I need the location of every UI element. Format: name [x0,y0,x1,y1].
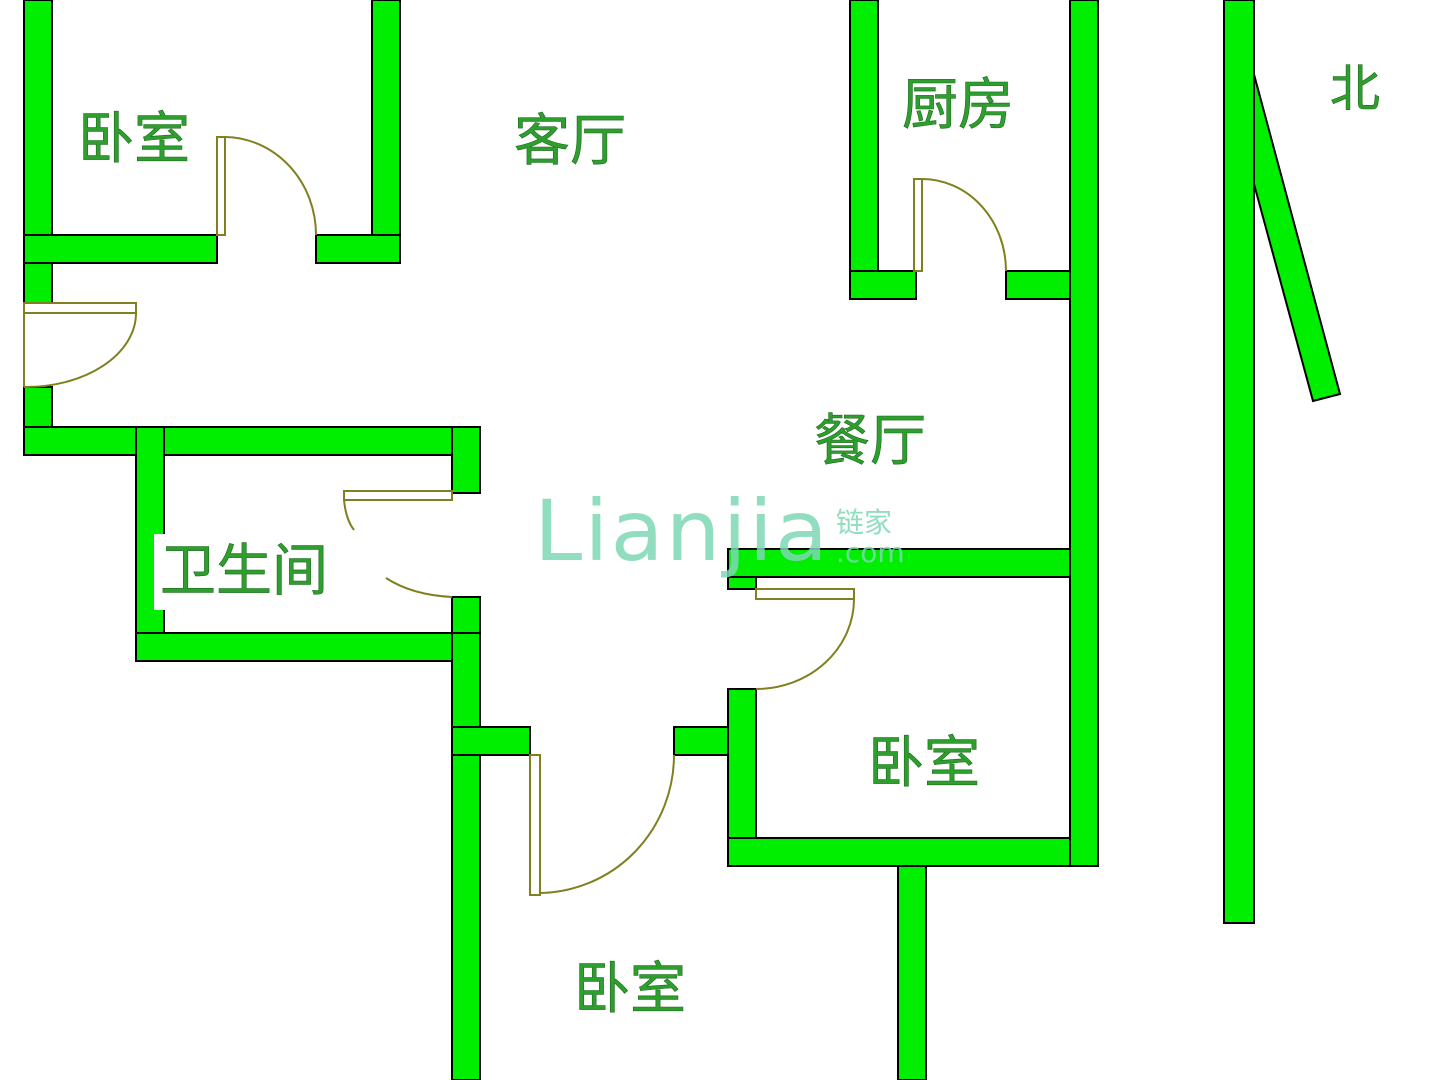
wall-lower-bedroom-left [451,632,481,1080]
door-kitchen [913,178,1007,272]
wall-mid-bedroom-bottom [727,837,1099,867]
wall-lower-bedroom-right [897,837,927,1080]
wall-kitchen-bottom-left [849,270,917,300]
room-label-bedroom-top-left: 卧室 [78,107,190,172]
wall-bedroom-bottom-left [23,234,218,264]
wall-bedroom-bottom-right [315,234,401,264]
door-bedroom-bottom [529,754,675,896]
wall-lower-bedroom-top-left [451,726,531,756]
room-label-bedroom-bottom: 卧室 [574,957,686,1022]
wall-bathroom-right-top [451,426,481,494]
north-label: 北 [1330,60,1380,118]
watermark: Lianjia 链家 .com [534,482,905,580]
room-label-bathroom: 卫生间 [160,539,328,604]
doors [23,136,1007,896]
north-arrow-shaft [1223,0,1255,924]
north-arrow: 北 [1223,0,1380,924]
wall-bathroom-bottom [135,632,481,662]
watermark-domain: .com [836,536,905,569]
room-label-living-room: 客厅 [514,109,626,174]
door-entrance [23,302,137,389]
watermark-brand: Lianjia [534,482,830,580]
wall-bedroom-right-side [371,0,401,264]
walls [23,0,1099,1080]
door-bedroom-mid-right [755,588,855,690]
room-label-kitchen: 厨房 [902,73,1014,138]
door-bedroom-top-left [216,136,317,236]
wall-kitchen-left [849,0,879,300]
door-bathroom [343,490,453,598]
watermark-brand-cn: 链家 [836,506,892,539]
room-label-dining-room: 餐厅 [814,409,926,474]
wall-mid-bedroom-left-bottom [727,688,757,867]
wall-mid-bedroom-top [727,548,1099,578]
room-labels: 卧室 客厅 厨房 餐厅 卫生间 卧室 卧室 [78,73,1015,1023]
wall-right-exterior [1069,0,1099,867]
room-label-bedroom-mid-right: 卧室 [868,731,980,796]
bathroom-label-backdrop [154,534,354,610]
wall-corridor-top [23,426,481,456]
